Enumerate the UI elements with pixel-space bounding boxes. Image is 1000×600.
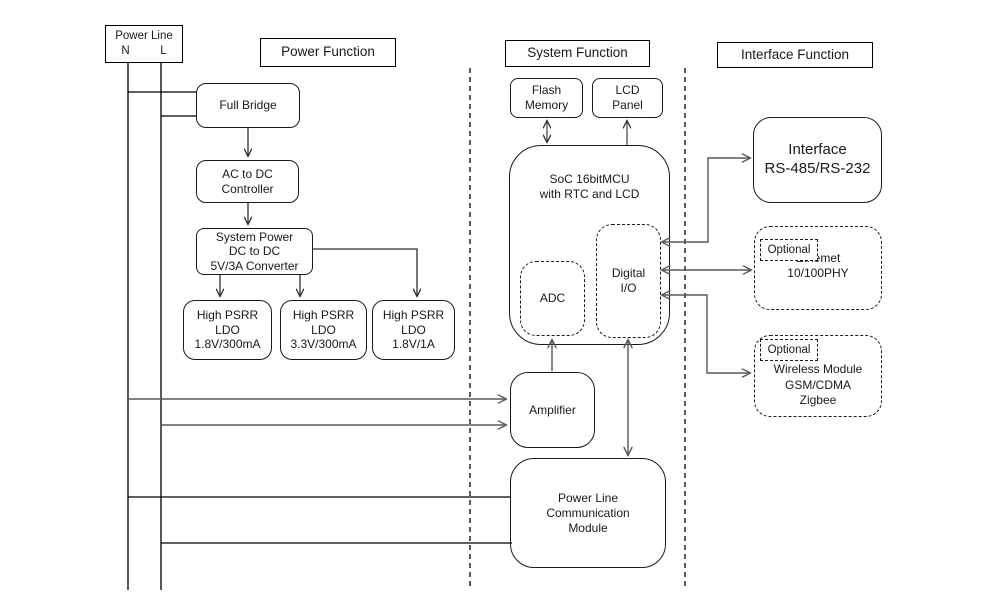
arrow-digitalio-rs485-bidir: [662, 158, 750, 242]
soc-label: SoC 16bitMCU with RTC and LCD: [539, 172, 640, 201]
node-ac-to-dc-controller: AC to DC Controller: [196, 160, 299, 203]
node-ldo-1v8-300ma: High PSRR LDO 1.8V/300mA: [183, 300, 272, 360]
ethernet-optional-badge: Optional: [760, 239, 818, 261]
node-plc-module: Power Line Communication Module: [510, 458, 666, 568]
node-ldo-1v8-1a: High PSRR LDO 1.8V/1A: [372, 300, 455, 360]
wireless-label: Wireless Module GSM/CDMA Zigbee: [773, 362, 863, 408]
node-full-bridge: Full Bridge: [196, 83, 300, 128]
node-system-power-converter: System Power DC to DC 5V/3A Converter: [196, 228, 313, 275]
node-amplifier: Amplifier: [510, 372, 595, 448]
section-header-interface: Interface Function: [717, 42, 873, 68]
wireless-optional-badge: Optional: [760, 339, 818, 361]
neutral-label: N: [121, 45, 130, 58]
node-rs485-rs232-interface: Interface RS-485/RS-232: [753, 117, 882, 203]
power-line-source-box: Power Line N L: [105, 25, 183, 63]
node-soc: SoC 16bitMCU with RTC and LCD ADC Digita…: [509, 145, 670, 345]
arrow-systempower-to-ldo3: [313, 248, 417, 296]
node-lcd-panel: LCD Panel: [592, 78, 663, 118]
section-header-power: Power Function: [260, 38, 396, 67]
node-flash-memory: Flash Memory: [510, 78, 583, 118]
section-header-system: System Function: [505, 40, 650, 67]
node-adc: ADC: [520, 261, 585, 336]
node-wireless-module: Wireless Module GSM/CDMA Zigbee: [754, 335, 882, 417]
arrow-digitalio-wireless-bidir: [662, 295, 750, 373]
live-label: L: [160, 45, 167, 58]
power-line-title: Power Line: [115, 30, 173, 42]
node-digital-io: Digital I/O: [596, 224, 661, 338]
node-ldo-3v3-300ma: High PSRR LDO 3.3V/300mA: [280, 300, 367, 360]
soc-peripheral-arrows: [547, 121, 627, 145]
